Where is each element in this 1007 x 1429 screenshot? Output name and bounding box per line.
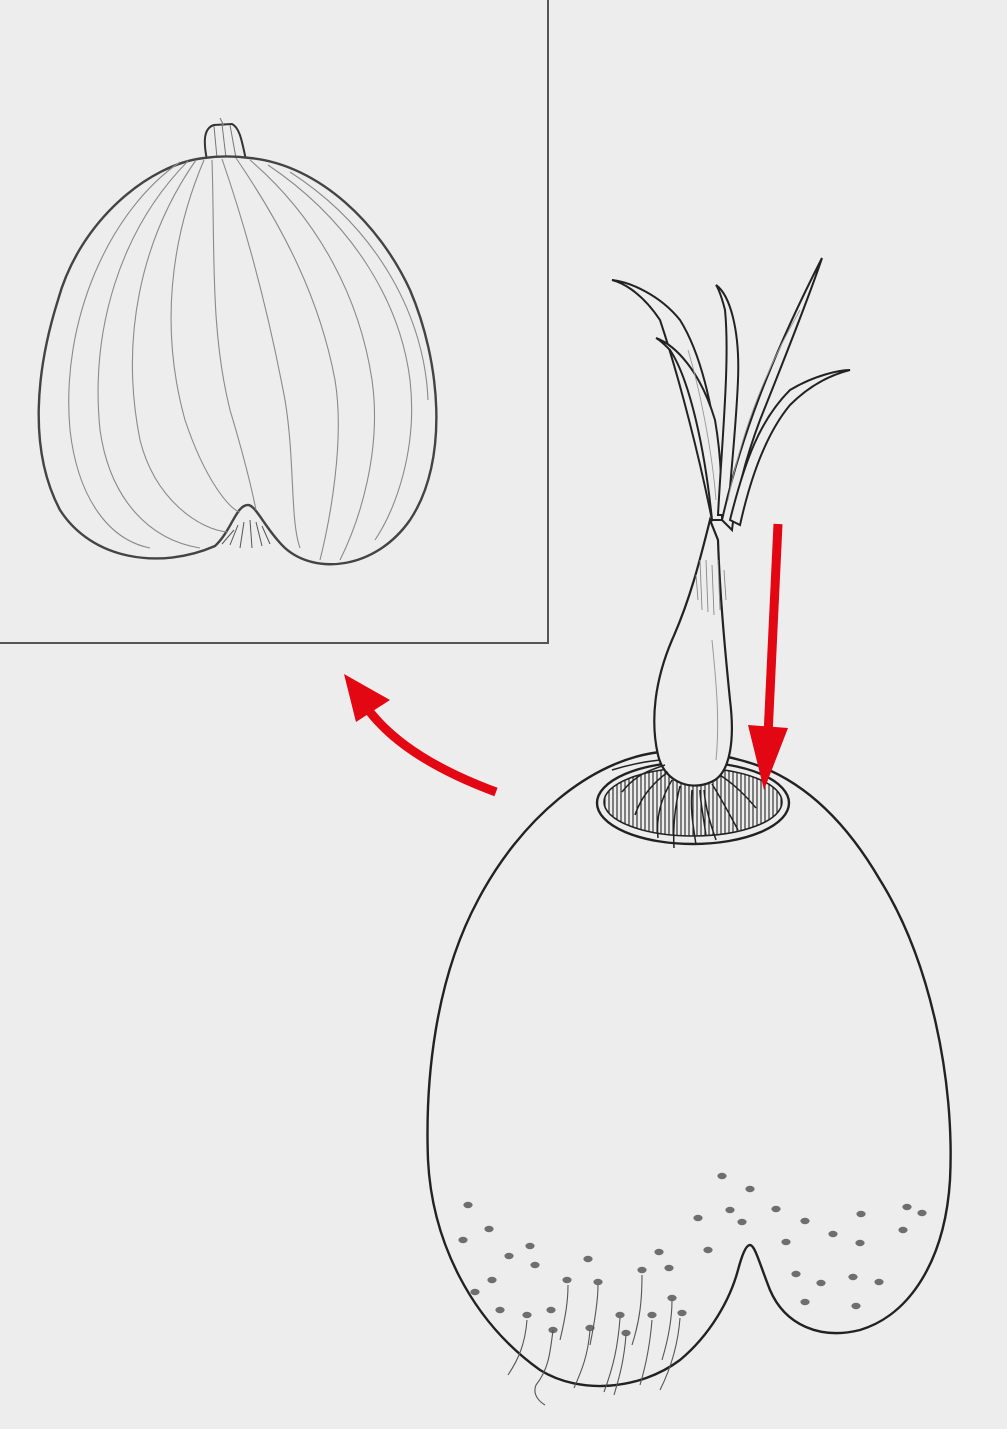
- bulb-pore: [667, 1294, 677, 1302]
- bulb-pore: [654, 1248, 664, 1256]
- onion-veins: [68, 157, 429, 561]
- shoot-roots: [611, 759, 757, 849]
- bulb-pore: [583, 1255, 593, 1263]
- bulb-base-hairs: [507, 1274, 681, 1406]
- arrow-to-cut: [748, 523, 788, 790]
- bulb-pore: [484, 1225, 494, 1233]
- bulb-pore: [898, 1226, 908, 1234]
- bulb-pore: [745, 1185, 755, 1193]
- bulb-pore: [504, 1252, 514, 1260]
- leaf-veins: [687, 309, 801, 501]
- shoot-stem-texture: [695, 559, 727, 616]
- bulb-pore: [458, 1236, 468, 1244]
- bulb-pore: [851, 1302, 861, 1310]
- bulb-pore: [737, 1218, 747, 1226]
- bulb-pore: [791, 1270, 801, 1278]
- bulb-pore: [463, 1201, 473, 1209]
- bulb-pore: [771, 1205, 781, 1213]
- bulb-pore: [874, 1278, 884, 1286]
- bulb-pores: [458, 1172, 927, 1337]
- bulb-pore: [546, 1306, 556, 1314]
- bulb-pore: [677, 1309, 687, 1317]
- bulb-pore: [828, 1230, 838, 1238]
- inset-onion-bulb: [37, 117, 438, 566]
- bulb-pore: [800, 1298, 810, 1306]
- bulb-pore: [621, 1329, 631, 1337]
- onion-neck-veins: [213, 117, 237, 159]
- bulb-pore: [647, 1311, 657, 1319]
- bulb-pore: [562, 1276, 572, 1284]
- main-sprouting-bulb: [426, 257, 952, 1406]
- bulb-pore: [470, 1288, 480, 1296]
- leaf-center: [715, 284, 740, 516]
- bulb-pore: [902, 1203, 912, 1211]
- bulb-pore: [855, 1239, 865, 1247]
- bulb-pore: [848, 1273, 858, 1281]
- bulb-pore: [615, 1311, 625, 1319]
- bulb-pore: [781, 1238, 791, 1246]
- bulb-pore: [585, 1324, 595, 1332]
- bulb-outline: [426, 750, 952, 1388]
- bulb-pore: [522, 1311, 532, 1319]
- bulb-pore: [703, 1246, 713, 1254]
- bulb-pore: [800, 1217, 810, 1225]
- bulb-pore: [816, 1279, 826, 1287]
- bulb-pore: [917, 1209, 927, 1217]
- bulb-pore: [717, 1172, 727, 1180]
- bulb-pore: [593, 1278, 603, 1286]
- bulb-pore: [530, 1261, 540, 1269]
- bulb-pore: [525, 1242, 535, 1250]
- bulb-pore: [693, 1214, 703, 1222]
- bulb-pore: [664, 1264, 674, 1272]
- inset-panel: [0, 0, 549, 644]
- annotation-arrows: [344, 523, 788, 797]
- bulb-pore: [495, 1306, 505, 1314]
- inset-frame: [0, 0, 549, 644]
- arrow-to-inset: [344, 674, 498, 797]
- shoot-inner-line: [711, 639, 719, 761]
- bulb-pore: [856, 1210, 866, 1218]
- bulb-pore: [487, 1276, 497, 1284]
- leaf-right-short: [728, 369, 851, 527]
- bulb-pore: [725, 1206, 735, 1214]
- shoot-leaves: [611, 257, 851, 533]
- bulb-pore: [637, 1266, 647, 1274]
- onion-roots: [221, 519, 271, 549]
